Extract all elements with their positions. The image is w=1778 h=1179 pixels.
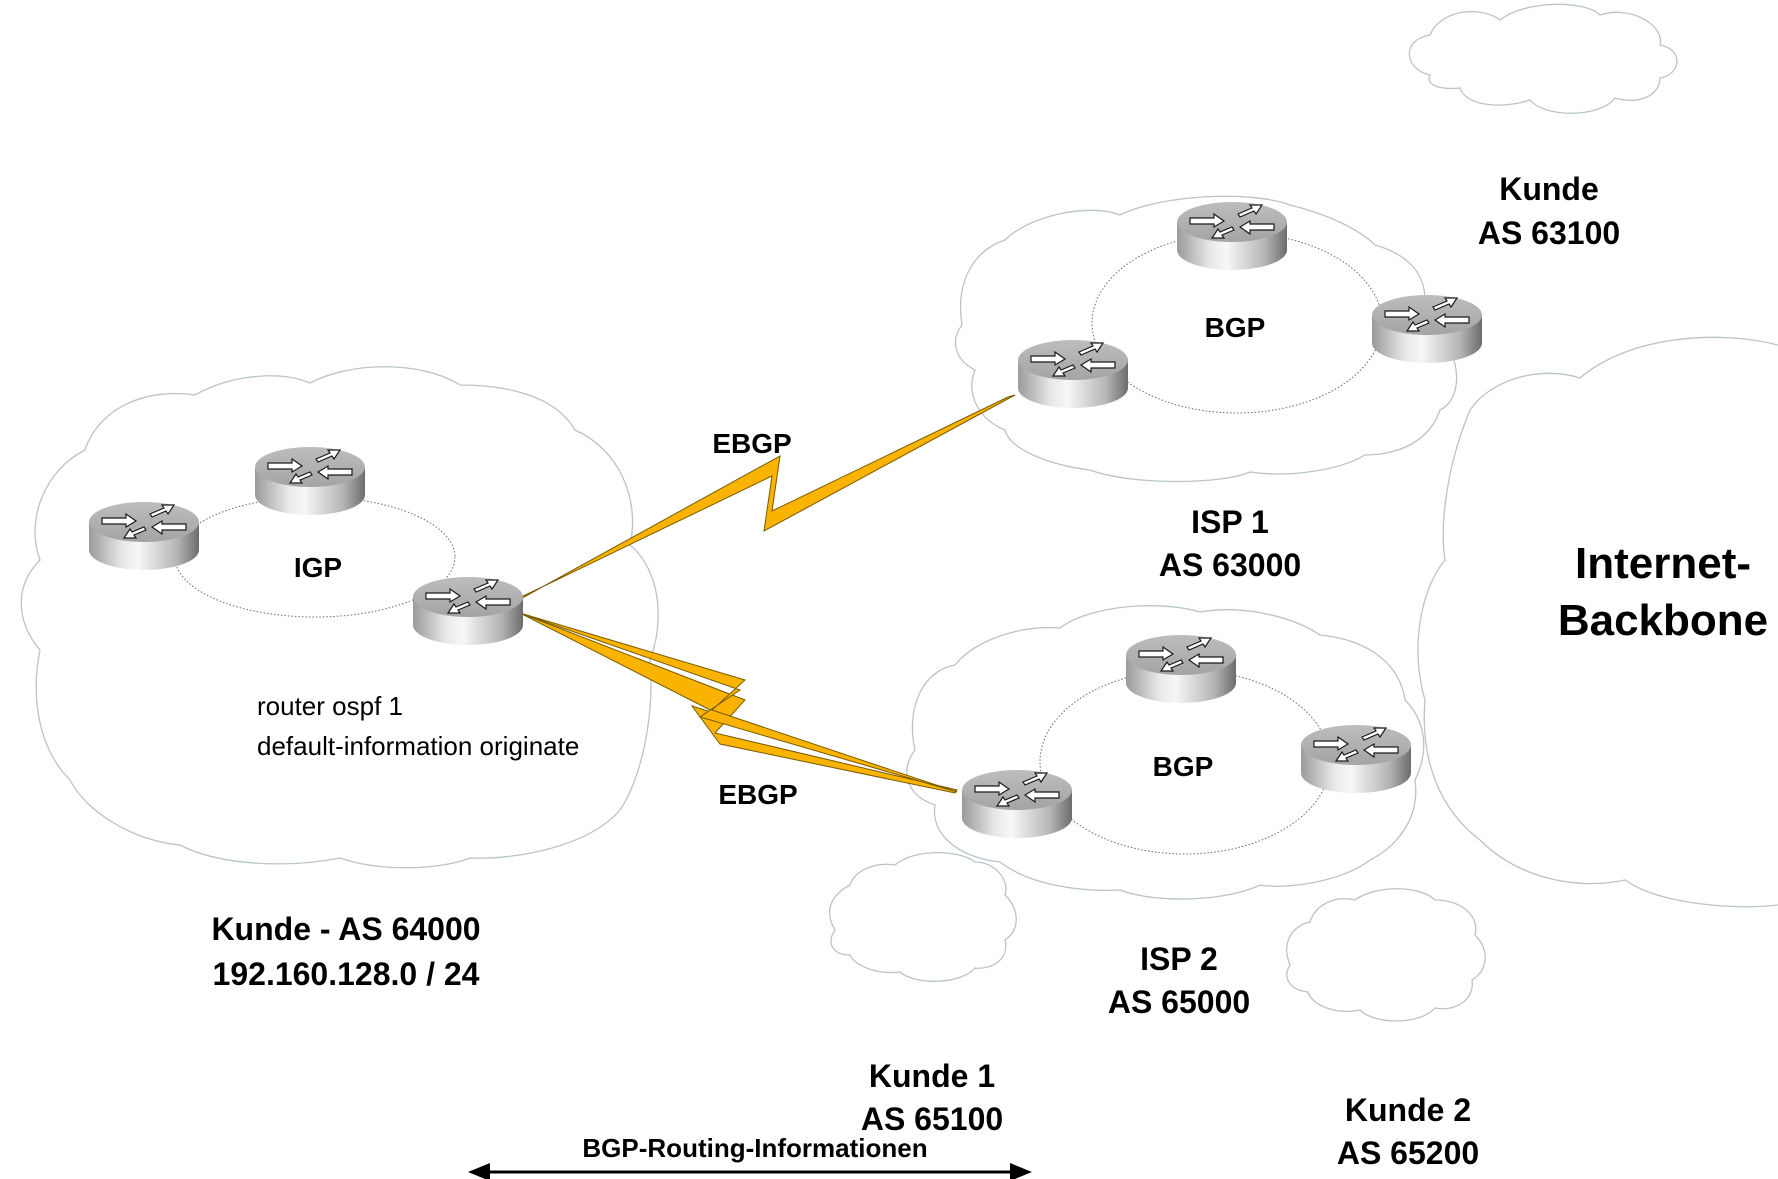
cloud-internet-backbone [1417, 336, 1778, 908]
isp1-bgp-label: BGP [1205, 312, 1266, 343]
isp2-as-label: AS 65000 [1108, 984, 1250, 1020]
igp-label: IGP [294, 552, 342, 583]
cloud-kunde-as63100 [1408, 3, 1678, 114]
ebgp-link-isp1 [514, 394, 1016, 603]
router-icon[interactable] [1125, 634, 1237, 704]
config-line-1: router ospf 1 [257, 691, 403, 721]
kunde2-as: AS 65200 [1337, 1135, 1479, 1171]
router-icon[interactable] [88, 501, 200, 571]
backbone-label-1: Internet- [1575, 539, 1751, 588]
cloud-kunde1-as65100 [829, 851, 1017, 982]
config-line-2: default-information originate [257, 731, 579, 761]
router-icon[interactable] [412, 576, 524, 646]
router-icon[interactable] [1300, 724, 1412, 794]
router-icon[interactable] [254, 446, 366, 516]
kunde-as63100-name: Kunde [1499, 171, 1599, 207]
kunde2-name: Kunde 2 [1345, 1092, 1471, 1128]
router-icon[interactable] [1017, 339, 1129, 409]
cloud-kunde2-as65200 [1286, 888, 1486, 1022]
double-arrow-icon [468, 1163, 1032, 1179]
isp1-as-label: AS 63000 [1159, 547, 1301, 583]
backbone-label-2: Backbone [1558, 596, 1768, 645]
router-icon[interactable] [961, 769, 1073, 839]
kunde-as63100-as: AS 63100 [1478, 215, 1620, 251]
customer-as-label: Kunde - AS 64000 [211, 911, 480, 947]
isp2-name-label: ISP 2 [1140, 941, 1218, 977]
ebgp-label-isp1: EBGP [712, 428, 791, 459]
cloud-isp1 [954, 195, 1458, 483]
kunde1-as: AS 65100 [861, 1101, 1003, 1137]
isp1-name-label: ISP 1 [1191, 504, 1269, 540]
cloud-customer-as64000 [20, 366, 659, 869]
router-icon[interactable] [1176, 201, 1288, 271]
isp2-bgp-label: BGP [1153, 751, 1214, 782]
router-icon[interactable] [1371, 294, 1483, 364]
ebgp-label-isp2: EBGP [718, 779, 797, 810]
kunde1-name: Kunde 1 [869, 1058, 995, 1094]
ebgp-link-isp2-fill [519, 612, 958, 793]
customer-prefix-label: 192.160.128.0 / 24 [213, 956, 480, 992]
flow-arrow-label: BGP-Routing-Informationen [582, 1133, 927, 1163]
